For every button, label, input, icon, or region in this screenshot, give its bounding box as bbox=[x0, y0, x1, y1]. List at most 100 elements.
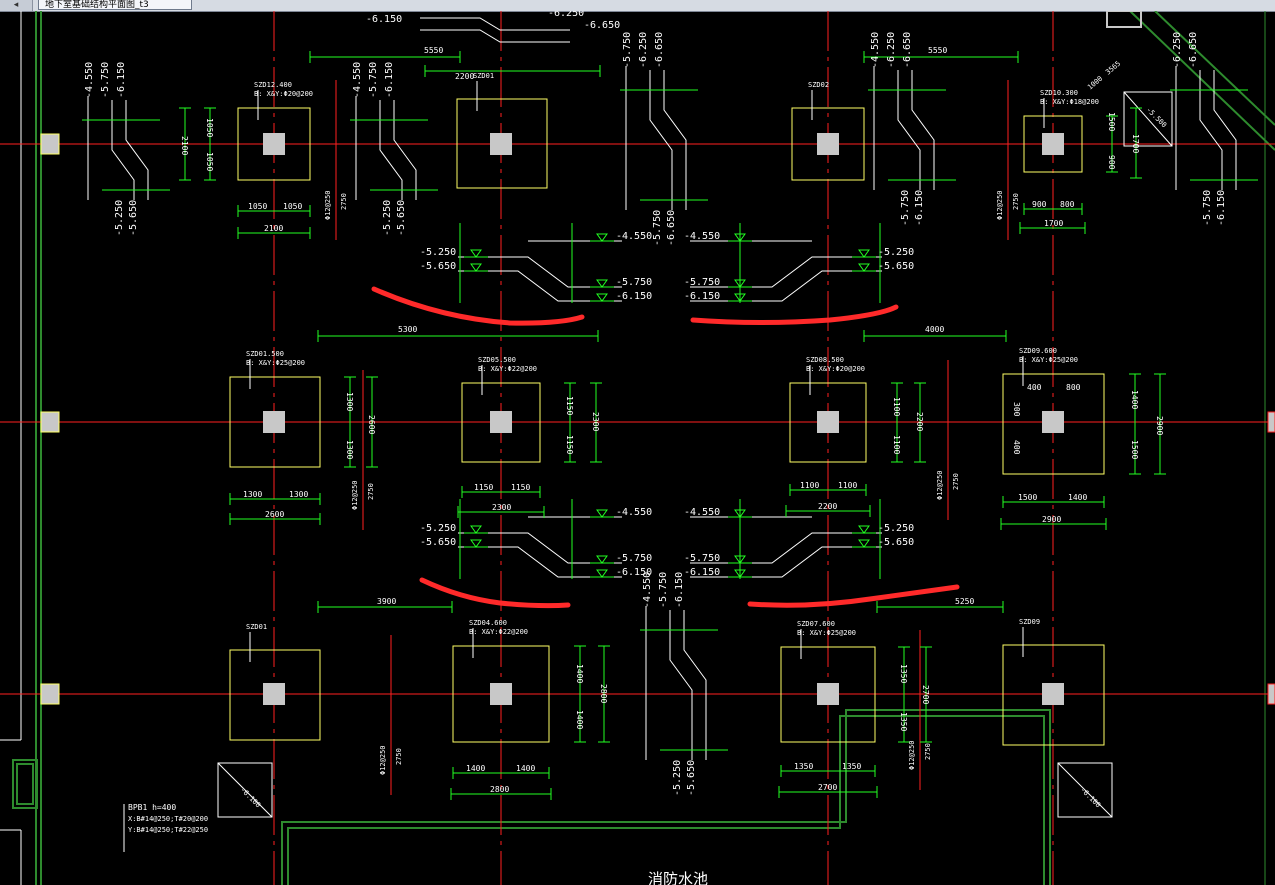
elev-triangle bbox=[470, 263, 482, 272]
document-tab[interactable]: 地下室基础结构平面图_t3 bbox=[38, 0, 192, 10]
elevation-label: -6.150 bbox=[616, 291, 652, 302]
elevation-label: -6.150 bbox=[384, 62, 395, 98]
dimension-label: 900 bbox=[1032, 200, 1047, 209]
dimension-label: 2200 bbox=[455, 72, 474, 81]
dimension-label: 1050 bbox=[283, 202, 302, 211]
elevation-label: -4.550 bbox=[616, 231, 652, 242]
vstep-line bbox=[111, 100, 135, 200]
elevation-label: -5.250 bbox=[420, 247, 456, 258]
elevation-label: -6.150 bbox=[116, 62, 127, 98]
elevation-label: -5.750 bbox=[1202, 190, 1213, 226]
column-11 bbox=[1042, 683, 1064, 705]
cap-id-label: SZD09 bbox=[1019, 618, 1040, 626]
elevation-label: -4.550 bbox=[684, 507, 720, 518]
vstep-line bbox=[669, 610, 693, 760]
elevation-label: -6.250 bbox=[1172, 32, 1183, 68]
column-3 bbox=[1042, 133, 1064, 155]
elevation-label: -4.550 bbox=[352, 62, 363, 98]
elevation-label: -4.550 bbox=[870, 32, 881, 68]
dimension-label: 1400 bbox=[575, 664, 584, 683]
wall-column-0 bbox=[40, 133, 60, 155]
vstep-line bbox=[683, 610, 707, 760]
dimension-label: 1400 bbox=[575, 710, 584, 729]
pile-cap-4 bbox=[229, 376, 321, 468]
dimension-label: 1500 bbox=[1130, 440, 1139, 459]
sump-pit-top bbox=[1123, 91, 1173, 147]
dimension-label: 1300 bbox=[289, 490, 308, 499]
elevation-label: -4.550 bbox=[684, 231, 720, 242]
dimension-label: 800 bbox=[1066, 383, 1081, 392]
dimension-label: 5300 bbox=[398, 325, 417, 334]
elev-triangle bbox=[596, 293, 608, 302]
column-10 bbox=[817, 683, 839, 705]
elevation-label: -5.750 bbox=[658, 572, 669, 608]
dimension-label: 1350 bbox=[842, 762, 861, 771]
cap-rebar-label: B: X&Y:Φ25@200 bbox=[1019, 356, 1078, 364]
span-label: 2750 bbox=[1012, 193, 1020, 210]
elevation-label: -6.150 bbox=[674, 572, 685, 608]
dimension-label: 1400 bbox=[1068, 493, 1087, 502]
dimension-label: 2600 bbox=[265, 510, 284, 519]
column-2 bbox=[817, 133, 839, 155]
vstep-line bbox=[1199, 70, 1223, 190]
elevation-label: -6.150 bbox=[366, 14, 402, 25]
column-7 bbox=[1042, 411, 1064, 433]
elevation-label: -6.650 bbox=[902, 32, 913, 68]
elevation-label: -6.650 bbox=[666, 210, 677, 246]
elev-triangle bbox=[470, 249, 482, 258]
elev-triangle bbox=[596, 569, 608, 578]
column-1 bbox=[490, 133, 512, 155]
sump-pit-diag bbox=[1057, 762, 1113, 818]
dimension-label: 1050 bbox=[205, 118, 214, 137]
elev-triangle bbox=[858, 539, 870, 548]
markup-stroke-1 bbox=[371, 286, 585, 326]
dimension-label: 1400 bbox=[516, 764, 535, 773]
pile-cap-11 bbox=[1002, 644, 1105, 746]
column-4 bbox=[263, 411, 285, 433]
dimension-label: 4000 bbox=[925, 325, 944, 334]
elevation-label: -6.250 bbox=[638, 32, 649, 68]
slab-rebar-label: Φ12@250 bbox=[996, 190, 1004, 220]
pile-cap-8 bbox=[229, 649, 321, 741]
pile-cap-0 bbox=[237, 107, 311, 181]
dimension-label: 1350 bbox=[899, 712, 908, 731]
dimension-label: 5550 bbox=[424, 46, 443, 55]
dimension-label: 2900 bbox=[1155, 416, 1164, 435]
dimension-label: 2200 bbox=[915, 412, 924, 431]
pile-cap-2 bbox=[791, 107, 865, 181]
elevation-label: -6.250 bbox=[548, 11, 584, 19]
tab-scroll-button[interactable]: ◂ bbox=[0, 0, 33, 11]
elevation-label: -6.150 bbox=[616, 567, 652, 578]
dimension-label: 1100 bbox=[892, 435, 901, 454]
slab-note-title: BPB1 h=400 bbox=[128, 803, 176, 812]
dimension-label: 1150 bbox=[511, 483, 530, 492]
slab-rebar-label: Φ12@250 bbox=[351, 480, 359, 510]
column-9 bbox=[490, 683, 512, 705]
wall-column-right-1 bbox=[1267, 411, 1275, 433]
dimension-label: 1700 bbox=[1044, 219, 1063, 228]
elevation-label: -6.150 bbox=[1216, 190, 1227, 226]
dimension-label: 400 bbox=[1027, 383, 1042, 392]
sump-pit-diag bbox=[217, 762, 273, 818]
dimension-label: 1500 bbox=[1107, 112, 1116, 131]
dimension-label: 1350 bbox=[899, 664, 908, 683]
cap-rebar-label: B: X&Y:Φ18@200 bbox=[1040, 98, 1099, 106]
step-line bbox=[458, 532, 622, 564]
elevation-label: -5.250 bbox=[672, 760, 683, 796]
elevation-label: -5.750 bbox=[368, 62, 379, 98]
dimension-label: 2700 bbox=[818, 783, 837, 792]
elev-triangle bbox=[470, 539, 482, 548]
dimension-label: 1050 bbox=[248, 202, 267, 211]
dimension-label: 1150 bbox=[565, 396, 574, 415]
span-label: 2750 bbox=[952, 473, 960, 490]
slab-rebar-label: Φ12@250 bbox=[908, 740, 916, 770]
elevation-label: -5.650 bbox=[128, 200, 139, 236]
elevation-label: -5.650 bbox=[396, 200, 407, 236]
cap-id-label: SZD08.500 bbox=[806, 356, 844, 364]
pit-label: -6.100 bbox=[239, 786, 263, 810]
cap-id-label: SZD04.600 bbox=[469, 619, 507, 627]
pile-cap-7 bbox=[1002, 373, 1105, 475]
cap-id-label: SZD01 bbox=[473, 72, 494, 80]
